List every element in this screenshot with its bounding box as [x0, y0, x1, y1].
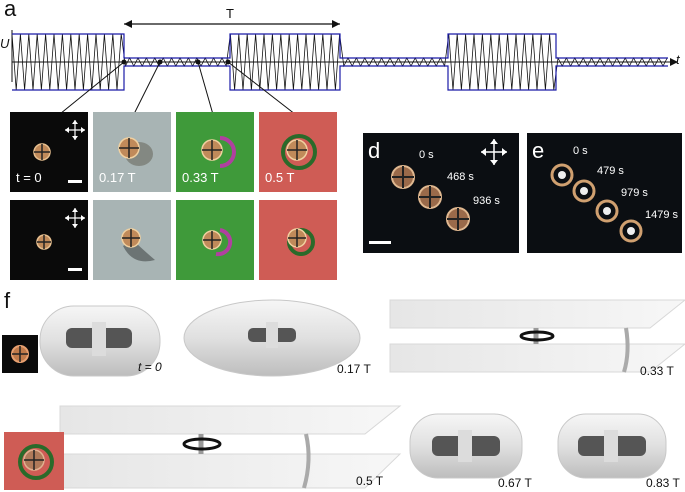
panel-f-label-4: 0.67 T: [498, 476, 532, 490]
panel-label-a: a: [4, 0, 17, 21]
panel-d-time-1: 468 s: [447, 171, 474, 183]
panel-label-f: f: [4, 288, 11, 313]
panel-c-tile-2: [176, 200, 254, 280]
y-axis-label: U: [0, 36, 10, 51]
connector-dot-2: [157, 59, 163, 65]
droplet-trajectory: [550, 163, 643, 243]
waveform-plot: [11, 20, 678, 119]
torus-083T: [557, 413, 667, 479]
droplet: [121, 228, 155, 262]
panel-d-time-0: 0 s: [419, 149, 434, 161]
period-arrow-right-head: [332, 20, 340, 28]
torus-017T: [183, 299, 361, 377]
panel-f-inset-bottom: [4, 432, 64, 490]
panel-b-time-3: 0.5 T: [265, 170, 295, 185]
polarizer-cross-icon: [481, 139, 507, 165]
droplet: [11, 345, 29, 363]
scale-bar: [369, 241, 391, 244]
panel-c-tile-0: [10, 200, 88, 280]
panel-e-time-0: 0 s: [573, 145, 588, 157]
droplet-trajectory: [391, 165, 470, 231]
panel-b-tile-2: 0.33 T: [176, 112, 254, 192]
droplet: [287, 228, 315, 256]
panel-f-label-1: 0.17 T: [337, 362, 371, 376]
planes-05T: [59, 405, 402, 489]
scale-bar: [68, 268, 82, 271]
panel-f-label-3: 0.5 T: [356, 474, 384, 488]
connector-dot-3: [195, 59, 201, 65]
droplet: [201, 136, 236, 168]
panel-f-inset-top: [2, 335, 38, 373]
connector-2: [131, 61, 161, 119]
panel-b-tile-3: 0.5 T: [259, 112, 337, 192]
period-arrow-left-head: [124, 20, 132, 28]
panel-f-label-0: t = 0: [138, 360, 162, 374]
torus-t0: [39, 305, 161, 377]
scale-bar: [68, 180, 82, 183]
panel-label-d: d: [368, 138, 381, 163]
panel-f-schematics: [39, 299, 685, 489]
panel-d-time-2: 936 s: [473, 195, 500, 207]
panel-b-time-1: 0.17 T: [99, 170, 136, 185]
panel-b-time-2: 0.33 T: [182, 170, 219, 185]
droplet: [18, 444, 54, 480]
connector-dot-4: [225, 59, 231, 65]
connector-lines: [54, 61, 301, 119]
panel-c-tile-1: [93, 200, 171, 280]
connector-4: [227, 61, 301, 119]
droplet: [202, 228, 233, 257]
panel-c-tile-3: [259, 200, 337, 280]
connector-3: [197, 61, 215, 119]
panel-e-time-1: 479 s: [597, 165, 624, 177]
panel-e-time-3: 1479 s: [645, 209, 679, 221]
x-axis-label: t: [676, 52, 680, 67]
connector-1: [54, 61, 125, 119]
panel-b-tile-0: t = 0: [10, 112, 88, 192]
panel-label-e: e: [532, 138, 545, 163]
panel-d-image: 0 s 468 s 936 s: [363, 133, 519, 253]
period-label: T: [226, 6, 234, 21]
x-axis-arrow: [670, 58, 678, 66]
connector-dot-1: [121, 59, 127, 65]
panel-e-image: 0 s 479 s 979 s 1479 s: [527, 133, 682, 253]
panel-f-label-5: 0.83 T: [646, 476, 680, 490]
panel-e-time-2: 979 s: [621, 187, 648, 199]
polarizer-cross-icon: [65, 120, 85, 140]
droplet: [33, 143, 51, 161]
torus-067T: [409, 413, 523, 479]
droplet: [36, 234, 52, 250]
polarizer-cross-icon: [65, 208, 85, 228]
droplet: [118, 137, 153, 166]
panel-f-label-2: 0.33 T: [640, 364, 674, 378]
panel-b-tile-1: 0.17 T: [93, 112, 171, 192]
envelope-wave: [12, 33, 668, 91]
droplet: [281, 134, 317, 170]
panel-b-time-0: t = 0: [16, 170, 42, 185]
planes-033T: [389, 299, 685, 373]
